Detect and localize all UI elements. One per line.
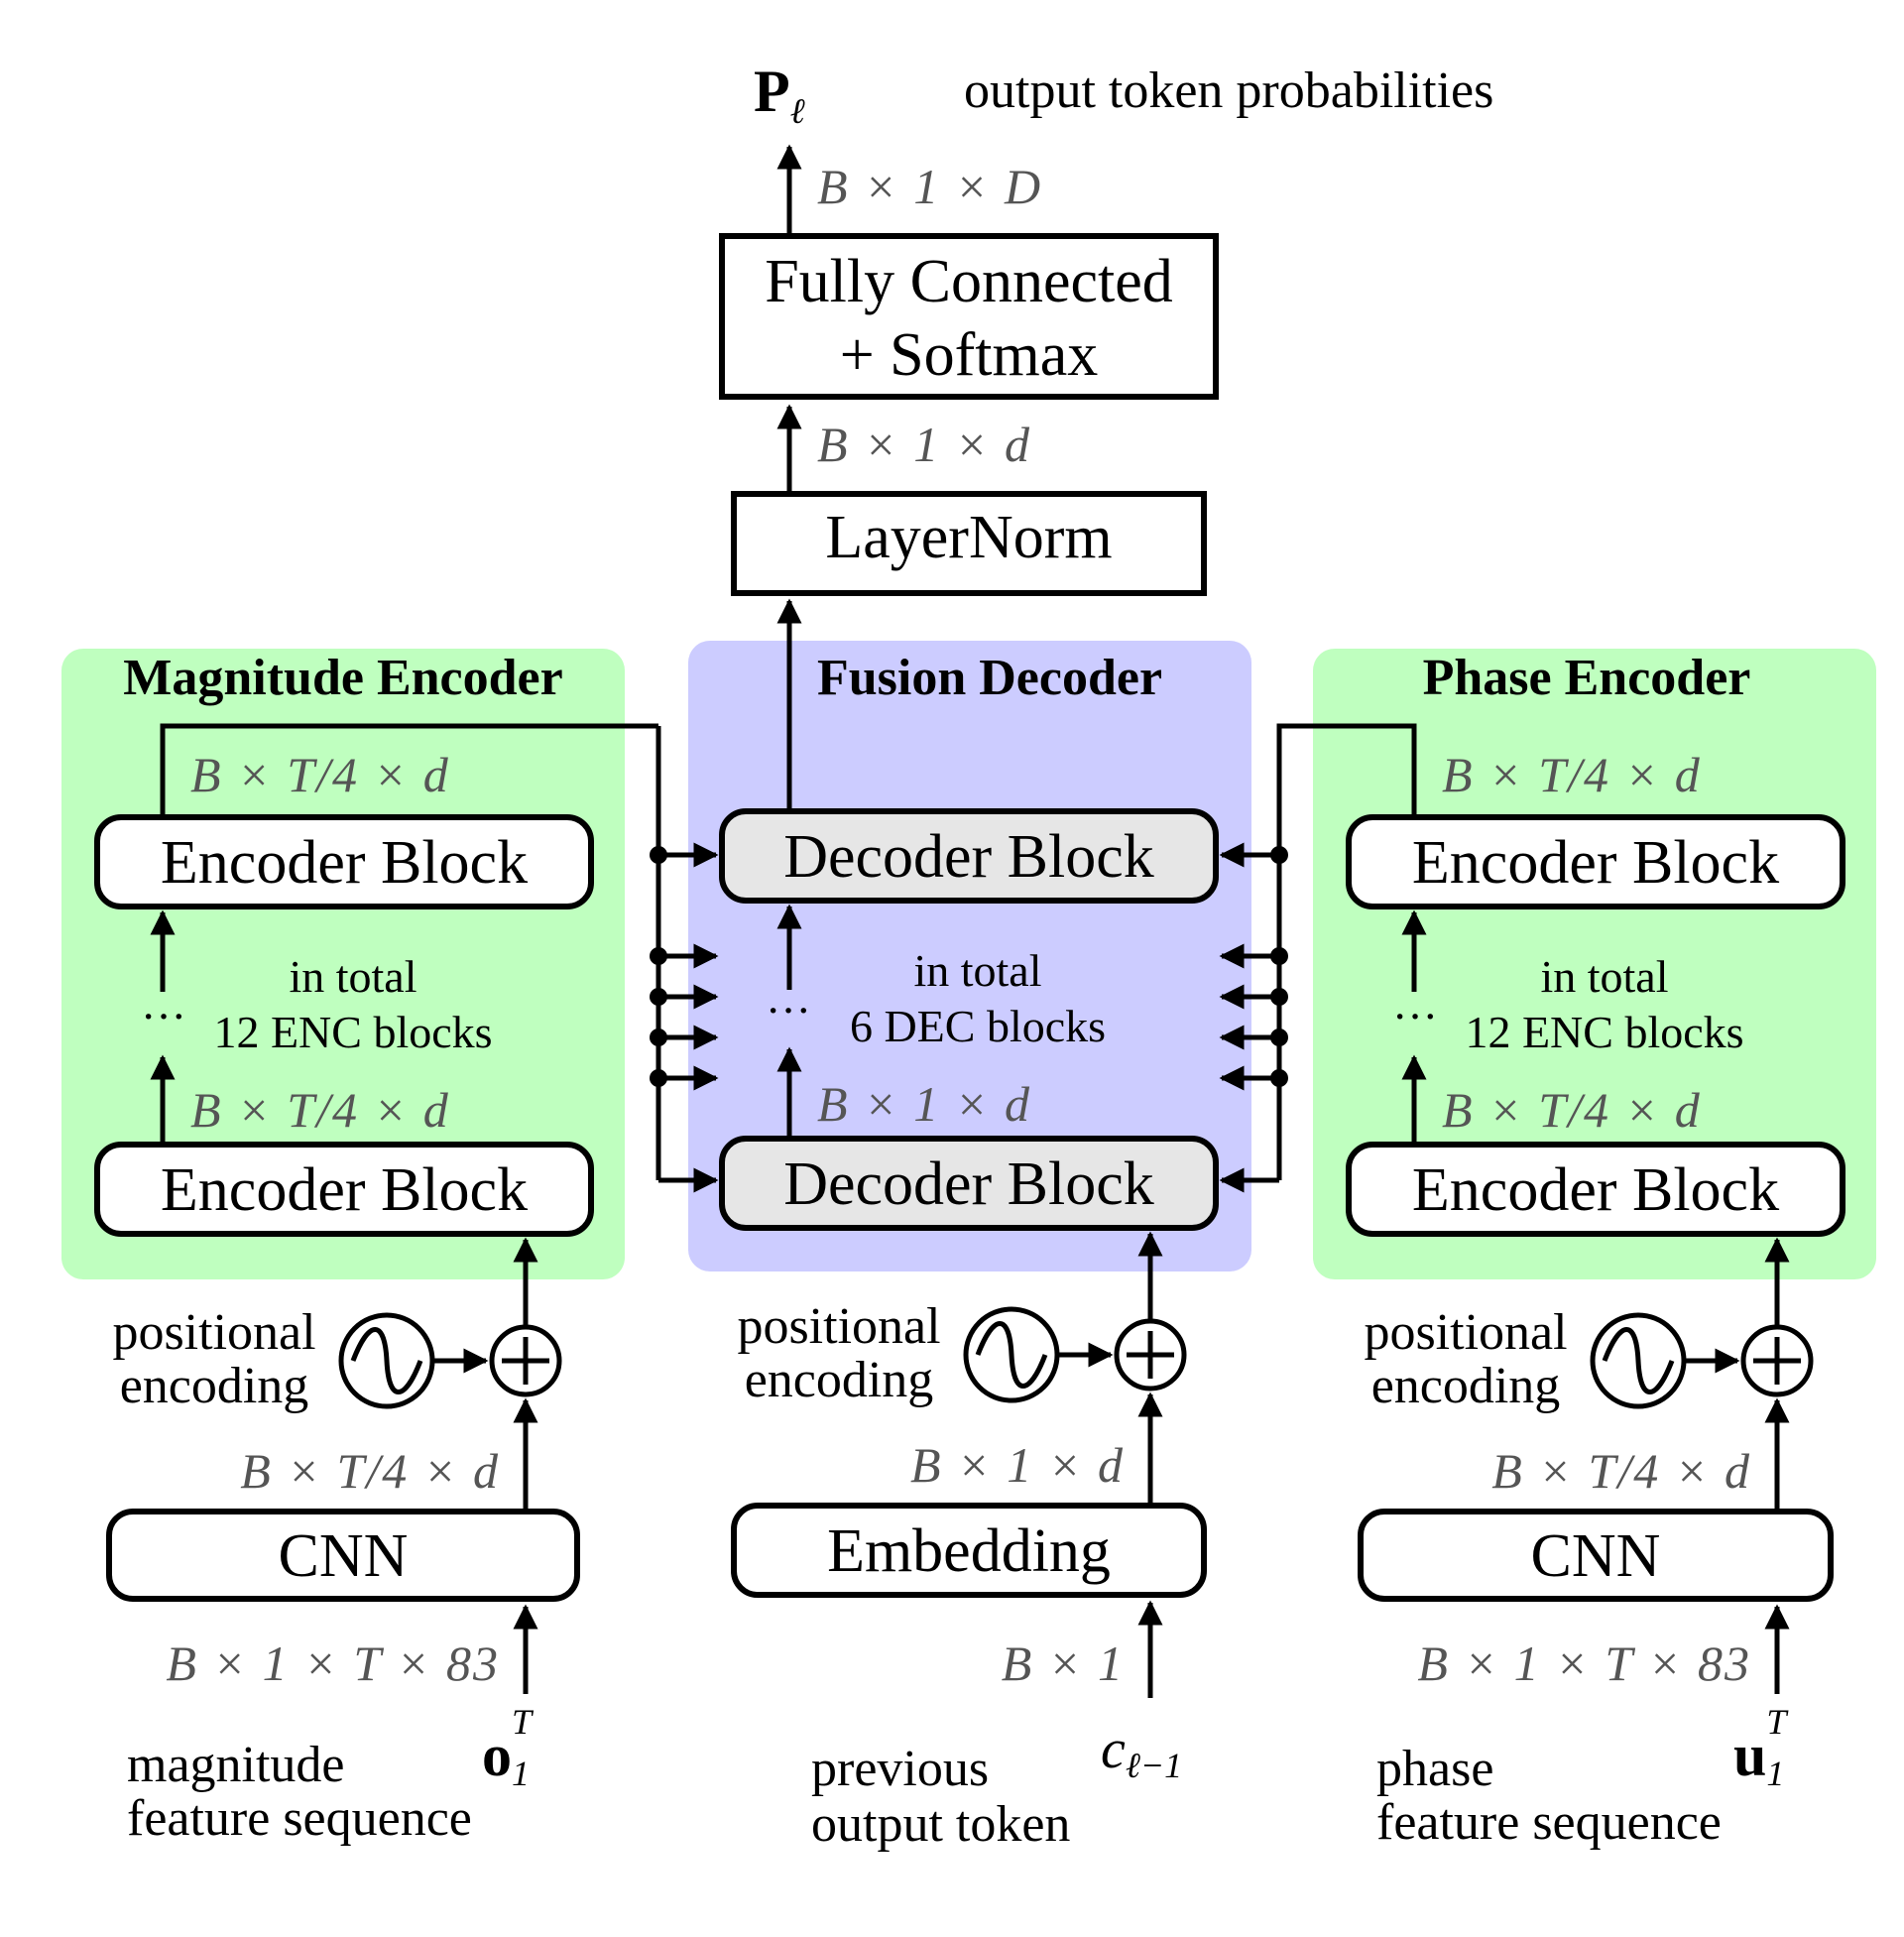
magnitude-to-decoder-bus [650,726,719,1193]
mid-caption-line2: output token [811,1796,1070,1853]
dim-magnitude-encoder-mid: B × T/4 × d [190,1082,450,1138]
dim-layernorm-output: B × 1 × d [817,417,1031,472]
fully-connected-softmax-box [719,233,1219,400]
phase-ellipsis: ··· [1392,991,1438,1041]
dim-right-cnn-output: B × T/4 × d [1491,1443,1751,1499]
dim-mid-embedding-output: B × 1 × d [910,1437,1125,1493]
magnitude-ellipsis: ··· [141,991,186,1041]
phase-encoder-title: Phase Encoder [1423,650,1751,706]
mid-sine-wave-curve [975,1321,1048,1389]
phase-note-line1: in total [1540,951,1668,1002]
left-caption-line2: feature sequence [127,1790,472,1847]
phase-encoder-panel [1313,649,1876,1279]
right-sine-wave-curve [1602,1327,1675,1394]
output-label: output token probabilities [964,62,1493,119]
mid-caption-line1: previous [811,1741,989,1797]
mid-input-symbol: cℓ−1 [1101,1719,1182,1785]
decoder-block-bottom-label: Decoder Block [783,1150,1154,1218]
left-cnn-box [106,1509,580,1602]
decoder-block-bottom [719,1136,1219,1231]
dim-mid-input: B × 1 [1002,1635,1125,1691]
dim-left-input: B × 1 × T × 83 [166,1635,500,1691]
fusion-decoder-panel [688,641,1251,1271]
dim-decoder-mid: B × 1 × d [817,1076,1031,1132]
right-caption-line1: phase [1376,1741,1493,1797]
left-input-symbol: o1T [482,1702,535,1793]
dim-phase-encoder-top: B × T/4 × d [1442,747,1702,802]
decoder-block-top [719,808,1219,904]
output-symbol: Pℓ [754,59,805,131]
right-pos-encoding-line2: encoding [1371,1358,1561,1414]
decoder-ellipsis: ··· [766,985,811,1035]
dim-magnitude-encoder-top: B × T/4 × d [190,747,450,802]
phase-encoder-block-bottom-label: Encoder Block [1412,1156,1779,1224]
decoder-note-line1: in total [913,945,1041,996]
fusion-decoder-title: Fusion Decoder [817,650,1162,706]
layernorm-box [731,491,1207,596]
mid-pos-encoding-line2: encoding [745,1352,934,1408]
right-cnn-label: CNN [1531,1522,1661,1590]
phase-note-line2: 12 ENC blocks [1465,1007,1743,1057]
magnitude-encoder-block-bottom-label: Encoder Block [161,1156,528,1224]
dim-phase-encoder-mid: B × T/4 × d [1442,1082,1702,1138]
right-pos-encoding-line1: positional [1364,1304,1567,1361]
right-adder-plus [1753,1337,1801,1385]
decoder-note-line2: 6 DEC blocks [850,1001,1106,1051]
right-cnn-box [1358,1509,1834,1602]
magnitude-encoder-block-top [94,814,594,909]
magnitude-note-line1: in total [289,951,416,1002]
embedding-box [731,1503,1207,1598]
right-caption-line2: feature sequence [1376,1794,1722,1851]
phase-encoder-block-top-label: Encoder Block [1412,829,1779,897]
fc-label-line2: + Softmax [840,321,1099,389]
left-cnn-label: CNN [279,1522,409,1590]
magnitude-encoder-block-top-label: Encoder Block [161,829,528,897]
mid-pos-encoding-line1: positional [737,1298,940,1355]
magnitude-encoder-title: Magnitude Encoder [123,650,562,706]
phase-to-decoder-bus [1219,723,1417,1193]
left-pos-encoding-line2: encoding [120,1358,309,1414]
left-sine-wave-curve [350,1327,423,1394]
embedding-label: Embedding [827,1517,1111,1585]
magnitude-encoder-output-line [160,723,658,817]
dim-right-input: B × 1 × T × 83 [1417,1635,1751,1691]
magnitude-note-line2: 12 ENC blocks [213,1007,492,1057]
layernorm-label: LayerNorm [825,504,1112,571]
magnitude-encoder-panel [61,649,625,1279]
dim-fc-output: B × 1 × D [817,159,1042,214]
left-pos-encoding-line1: positional [112,1304,315,1361]
dim-left-cnn-output: B × T/4 × d [240,1443,500,1499]
fc-label-line1: Fully Connected [765,248,1173,315]
left-adder-plus [502,1337,549,1385]
mid-adder-plus [1127,1331,1174,1379]
right-input-symbol: u1T [1733,1702,1789,1793]
magnitude-encoder-block-bottom [94,1142,594,1237]
phase-encoder-block-bottom [1346,1142,1845,1237]
left-caption-line1: magnitude [127,1737,345,1793]
decoder-block-top-label: Decoder Block [783,823,1154,891]
phase-encoder-block-top [1346,814,1845,909]
